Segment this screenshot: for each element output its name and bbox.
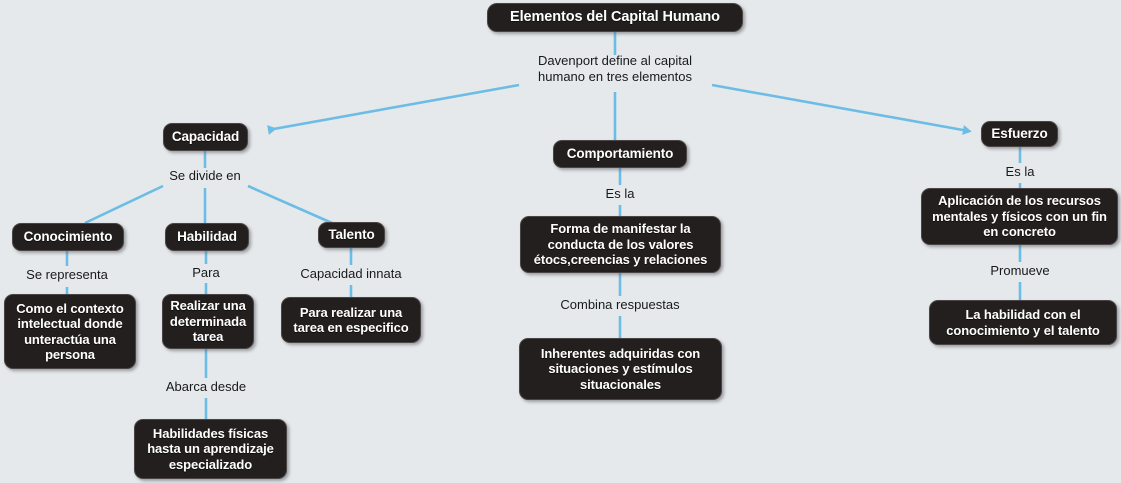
node-conocimiento-definition[interactable]: Como el contexto intelectual donde unter… (4, 294, 136, 369)
node-comportamiento-definition-2-label: Inherentes adquiridas con situaciones y … (540, 345, 701, 392)
node-esfuerzo-definition-2-label: La habilidad con el conocimiento y el ta… (946, 307, 1100, 338)
node-root-label: Elementos del Capital Humano (510, 8, 720, 25)
edge-label-combina-respuestas: Combina respuestas (560, 297, 680, 312)
node-habilidad-label: Habilidad (177, 229, 237, 245)
node-conocimiento-definition-label: Como el contexto intelectual donde unter… (16, 300, 124, 363)
edge-label-capacidad (267, 83, 520, 135)
node-conocimiento[interactable]: Conocimiento (12, 223, 124, 251)
node-talento-definition-label: Para realizar una tarea en especifico (293, 304, 409, 336)
node-capacidad[interactable]: Capacidad (163, 123, 248, 151)
node-habilidad-definition[interactable]: Realizar una determinada tarea (162, 294, 254, 349)
node-esfuerzo[interactable]: Esfuerzo (981, 121, 1058, 147)
node-esfuerzo-definition[interactable]: Aplicación de los recursos mentales y fí… (921, 188, 1118, 245)
node-talento-label: Talento (328, 227, 375, 243)
node-esfuerzo-definition-label: Aplicación de los recursos mentales y fí… (932, 193, 1107, 240)
edge-divide-conocimiento (84, 184, 164, 225)
node-comportamiento-definition-2[interactable]: Inherentes adquiridas con situaciones y … (519, 338, 722, 400)
node-habilidades-fisicas-label: Habilidades físicas hasta un aprendizaje… (147, 425, 274, 472)
edge-divide-talento (247, 184, 333, 225)
node-talento-definition[interactable]: Para realizar una tarea en especifico (281, 297, 421, 343)
edge-label-abarca-desde: Abarca desde (165, 379, 247, 394)
node-habilidad-definition-label: Realizar una determinada tarea (169, 298, 247, 345)
node-habilidad[interactable]: Habilidad (165, 223, 249, 251)
node-comportamiento-definition[interactable]: Forma de manifestar la conducta de los v… (520, 216, 721, 273)
edge-label-para: Para (192, 265, 220, 280)
node-comportamiento-definition-label: Forma de manifestar la conducta de los v… (533, 221, 708, 268)
node-conocimiento-label: Conocimiento (23, 229, 113, 245)
edge-label-comportamiento-es-la: Es la (605, 186, 635, 201)
edge-label-esfuerzo (711, 83, 972, 135)
node-talento[interactable]: Talento (318, 222, 385, 248)
node-comportamiento[interactable]: Comportamiento (553, 140, 687, 168)
node-esfuerzo-definition-2[interactable]: La habilidad con el conocimiento y el ta… (929, 300, 1117, 345)
node-comportamiento-label: Comportamiento (566, 146, 674, 162)
node-capacidad-label: Capacidad (171, 129, 240, 145)
edge-label-esfuerzo-es-la: Es la (1005, 164, 1035, 179)
node-esfuerzo-label: Esfuerzo (991, 126, 1048, 142)
edge-label-se-representa: Se representa (26, 267, 108, 282)
edge-label-capacidad-innata: Capacidad innata (300, 266, 402, 281)
node-root[interactable]: Elementos del Capital Humano (487, 3, 743, 32)
edge-label-root-to-branches: Davenport define al capital humano en tr… (538, 53, 692, 84)
edge-label-se-divide-en: Se divide en (169, 168, 241, 183)
node-habilidades-fisicas[interactable]: Habilidades físicas hasta un aprendizaje… (134, 419, 287, 479)
edge-label-promueve: Promueve (990, 263, 1050, 278)
